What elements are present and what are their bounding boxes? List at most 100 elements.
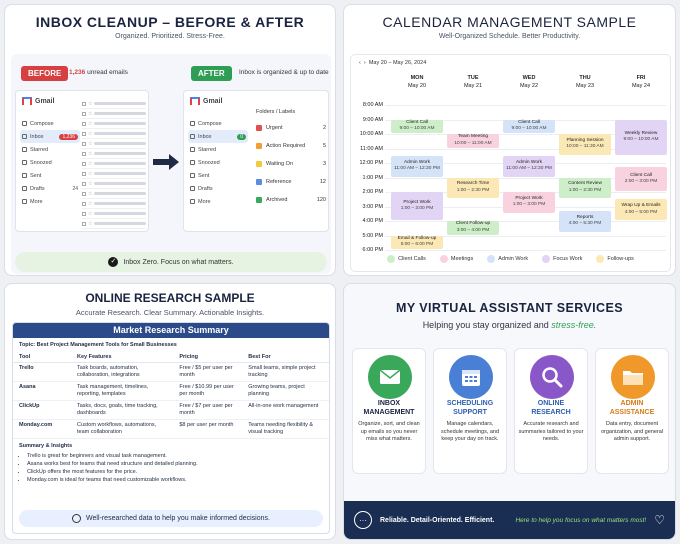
checkbox-icon[interactable] xyxy=(82,211,86,216)
table-row[interactable]: ☆ xyxy=(82,109,146,119)
star-icon[interactable]: ☆ xyxy=(88,130,93,137)
star-icon[interactable]: ☆ xyxy=(88,210,93,217)
checkbox-icon[interactable] xyxy=(82,201,86,206)
calendar-icon xyxy=(449,355,493,399)
table-row[interactable]: ☆ xyxy=(82,139,146,149)
table-row[interactable]: ☆ xyxy=(82,159,146,169)
checkbox-icon[interactable] xyxy=(82,141,86,146)
nav-item-snoozed[interactable]: Snoozed xyxy=(188,156,248,169)
nav-icon xyxy=(22,186,27,191)
nav-item-compose[interactable]: Compose xyxy=(188,117,248,130)
checkbox-icon[interactable] xyxy=(82,191,86,196)
star-icon[interactable]: ☆ xyxy=(88,190,93,197)
star-icon[interactable]: ☆ xyxy=(88,100,93,107)
email-preview-line xyxy=(94,192,146,195)
checkbox-icon[interactable] xyxy=(82,161,86,166)
nav-item-starred[interactable]: Starred xyxy=(20,143,80,156)
event-title: Content Review xyxy=(568,181,602,187)
table-row[interactable]: ☆ xyxy=(82,119,146,129)
nav-item-sent[interactable]: Sent xyxy=(20,169,80,182)
checkbox-icon[interactable] xyxy=(82,171,86,176)
table-row[interactable]: ☆ xyxy=(82,129,146,139)
checkbox-icon[interactable] xyxy=(82,181,86,186)
star-icon[interactable]: ☆ xyxy=(88,220,93,227)
nav-label: Compose xyxy=(198,120,222,127)
nav-label: More xyxy=(30,198,43,205)
time-label: 12:00 PM xyxy=(359,160,383,166)
chevron-left-icon[interactable]: ‹ xyxy=(359,60,361,66)
table-row[interactable]: ☆ xyxy=(82,199,146,209)
star-icon[interactable]: ☆ xyxy=(88,120,93,127)
star-icon[interactable]: ☆ xyxy=(88,180,93,187)
table-row[interactable]: ☆ xyxy=(82,219,146,229)
nav-item-more[interactable]: More xyxy=(188,195,248,208)
nav-item-sent[interactable]: Sent xyxy=(188,169,248,182)
table-row[interactable]: ☆ xyxy=(82,99,146,109)
checkbox-icon[interactable] xyxy=(82,151,86,156)
insight-item: ClickUp offers the most features for the… xyxy=(27,468,323,476)
nav-item-compose[interactable]: Compose xyxy=(20,117,80,130)
checkbox-icon[interactable] xyxy=(82,221,86,226)
nav-item-more[interactable]: More xyxy=(20,195,80,208)
email-rows: ☆ ☆ ☆ ☆ ☆ ☆ ☆ ☆ ☆ ☆ ☆ ☆ ☆ xyxy=(82,99,146,229)
folder-icon xyxy=(256,161,262,167)
star-icon[interactable]: ☆ xyxy=(88,160,93,167)
star-icon[interactable]: ☆ xyxy=(88,200,93,207)
checkbox-icon[interactable] xyxy=(82,101,86,106)
table-row[interactable]: ☆ xyxy=(82,169,146,179)
nav-item-starred[interactable]: Starred xyxy=(188,143,248,156)
nav-icon xyxy=(22,147,27,152)
table-row[interactable]: ☆ xyxy=(82,209,146,219)
legend-label: Client Calls xyxy=(398,256,426,262)
table-row[interactable]: ☆ xyxy=(82,179,146,189)
chevron-right-icon[interactable]: › xyxy=(363,60,366,66)
service-title-line2: ASSISTANCE xyxy=(609,409,655,416)
star-icon[interactable]: ☆ xyxy=(88,150,93,157)
folder-icon xyxy=(256,143,262,149)
time-label: 6:00 PM xyxy=(362,247,383,253)
checkbox-icon[interactable] xyxy=(82,111,86,116)
table-row[interactable]: ☆ xyxy=(82,189,146,199)
nav-item-snoozed[interactable]: Snoozed xyxy=(20,156,80,169)
star-icon[interactable]: ☆ xyxy=(88,110,93,117)
day-date: May 24 xyxy=(631,83,651,89)
checkbox-icon[interactable] xyxy=(82,131,86,136)
date-range: May 20 – May 26, 2024 xyxy=(368,60,427,66)
checkbox-icon[interactable] xyxy=(82,121,86,126)
nav-item-drafts[interactable]: Drafts xyxy=(188,182,248,195)
table-row[interactable]: ☆ xyxy=(82,149,146,159)
column-header: Key Features xyxy=(71,352,174,363)
star-icon[interactable]: ☆ xyxy=(88,170,93,177)
star-icon[interactable]: ☆ xyxy=(88,140,93,147)
